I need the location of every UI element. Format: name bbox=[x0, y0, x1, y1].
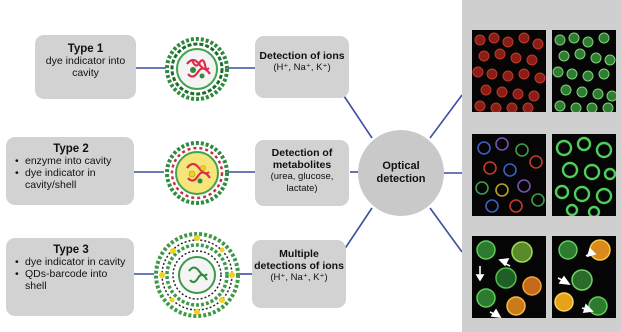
multiple-detections-subtitle: (H⁺, Na⁺, K⁺) bbox=[270, 272, 328, 283]
optical-detection-circle: Optical detection bbox=[358, 130, 444, 216]
micrograph-multiple-ions-right bbox=[552, 236, 616, 318]
mixed-capsules-image-right bbox=[554, 239, 611, 316]
micrograph-metabolites-green bbox=[552, 134, 616, 216]
detection-metabolites-subtitle: (urea, glucose, lactate) bbox=[270, 171, 334, 194]
type-1-title: Type 1 bbox=[67, 43, 104, 55]
capsule-type-3-illustration bbox=[154, 232, 240, 318]
green-capsules-image bbox=[552, 32, 616, 112]
detection-metabolites-title: Detection of metabolites bbox=[271, 147, 333, 171]
type-1-description: dye indicator into cavity bbox=[45, 55, 126, 79]
type-3-item: QDs-barcode into shell bbox=[15, 268, 130, 292]
multiple-detections-title: Multiple detections of ions bbox=[254, 248, 344, 272]
type-1-box: Type 1 dye indicator into cavity bbox=[35, 35, 136, 99]
type-2-item: enzyme into cavity bbox=[15, 155, 130, 167]
micrograph-multiple-ions-left bbox=[472, 236, 546, 318]
type-3-item: dye indicator in cavity bbox=[15, 256, 130, 268]
arrow-icon bbox=[557, 247, 597, 313]
type-3-title: Type 3 bbox=[53, 244, 89, 256]
micrograph-metabolites-multicolor bbox=[472, 134, 546, 216]
type-2-box: Type 2 enzyme into cavity dye indicator … bbox=[6, 137, 134, 205]
mixed-capsules-image-left bbox=[475, 240, 542, 318]
optical-detection-label: Optical detection bbox=[376, 160, 426, 185]
detection-ions-subtitle: (H⁺, Na⁺, K⁺) bbox=[273, 62, 331, 73]
type-3-box: Type 3 dye indicator in cavity QDs-barco… bbox=[6, 238, 134, 316]
micrograph-ions-red bbox=[472, 30, 546, 112]
detection-metabolites-box: Detection of metabolites (urea, glucose,… bbox=[255, 140, 349, 206]
multicolor-capsules-image bbox=[475, 137, 545, 213]
type-2-item: dye indicator in cavity/shell bbox=[15, 167, 130, 191]
arrow-icon bbox=[475, 258, 511, 318]
detection-ions-box: Detection of ions (H⁺, Na⁺, K⁺) bbox=[255, 36, 349, 98]
micrograph-ions-green bbox=[552, 30, 616, 112]
detection-ions-title: Detection of ions bbox=[259, 50, 345, 62]
red-capsules-image bbox=[472, 32, 546, 112]
capsule-type-2-illustration bbox=[165, 141, 229, 205]
green-ring-capsules-image bbox=[554, 136, 616, 216]
capsule-type-1-illustration bbox=[165, 37, 229, 101]
type-2-title: Type 2 bbox=[53, 143, 89, 155]
multiple-detections-box: Multiple detections of ions (H⁺, Na⁺, K⁺… bbox=[252, 240, 346, 308]
